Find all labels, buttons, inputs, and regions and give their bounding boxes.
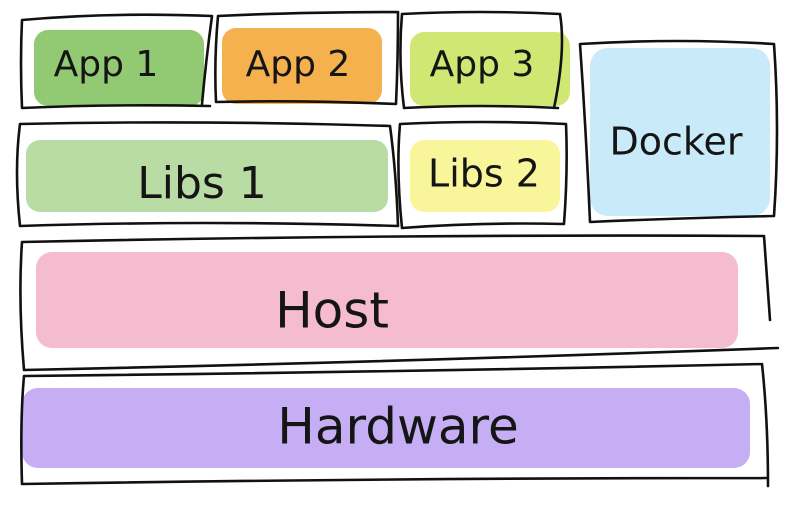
docker-fill [590,48,770,216]
app2-label: App 2 [246,44,351,85]
app1-fill [34,30,204,106]
block-labels: App 1 App 2 App 3 Docker Libs 1 Libs 2 H… [54,44,743,456]
libs2-box [397,120,568,230]
host-fill [36,252,738,348]
docker-box [578,39,779,224]
host-label: Host [275,282,389,340]
libs1-label: Libs 1 [137,158,267,209]
docker-label: Docker [609,120,742,164]
app3-fill [410,32,570,106]
libs1-box [15,121,400,228]
libs1-fill [26,140,388,212]
color-fills [22,28,770,468]
host-box [19,234,780,372]
hardware-box [20,362,770,488]
app2-box [214,10,400,106]
app3-label: App 3 [430,44,535,85]
hardware-label: Hardware [277,398,518,456]
hardware-fill [22,388,750,468]
app2-fill [222,28,382,104]
app3-box [399,10,564,110]
libs2-label: Libs 2 [428,152,540,196]
app1-box [19,13,214,110]
app1-label: App 1 [54,44,159,85]
outline-strokes [15,10,780,488]
libs2-fill [410,140,560,212]
